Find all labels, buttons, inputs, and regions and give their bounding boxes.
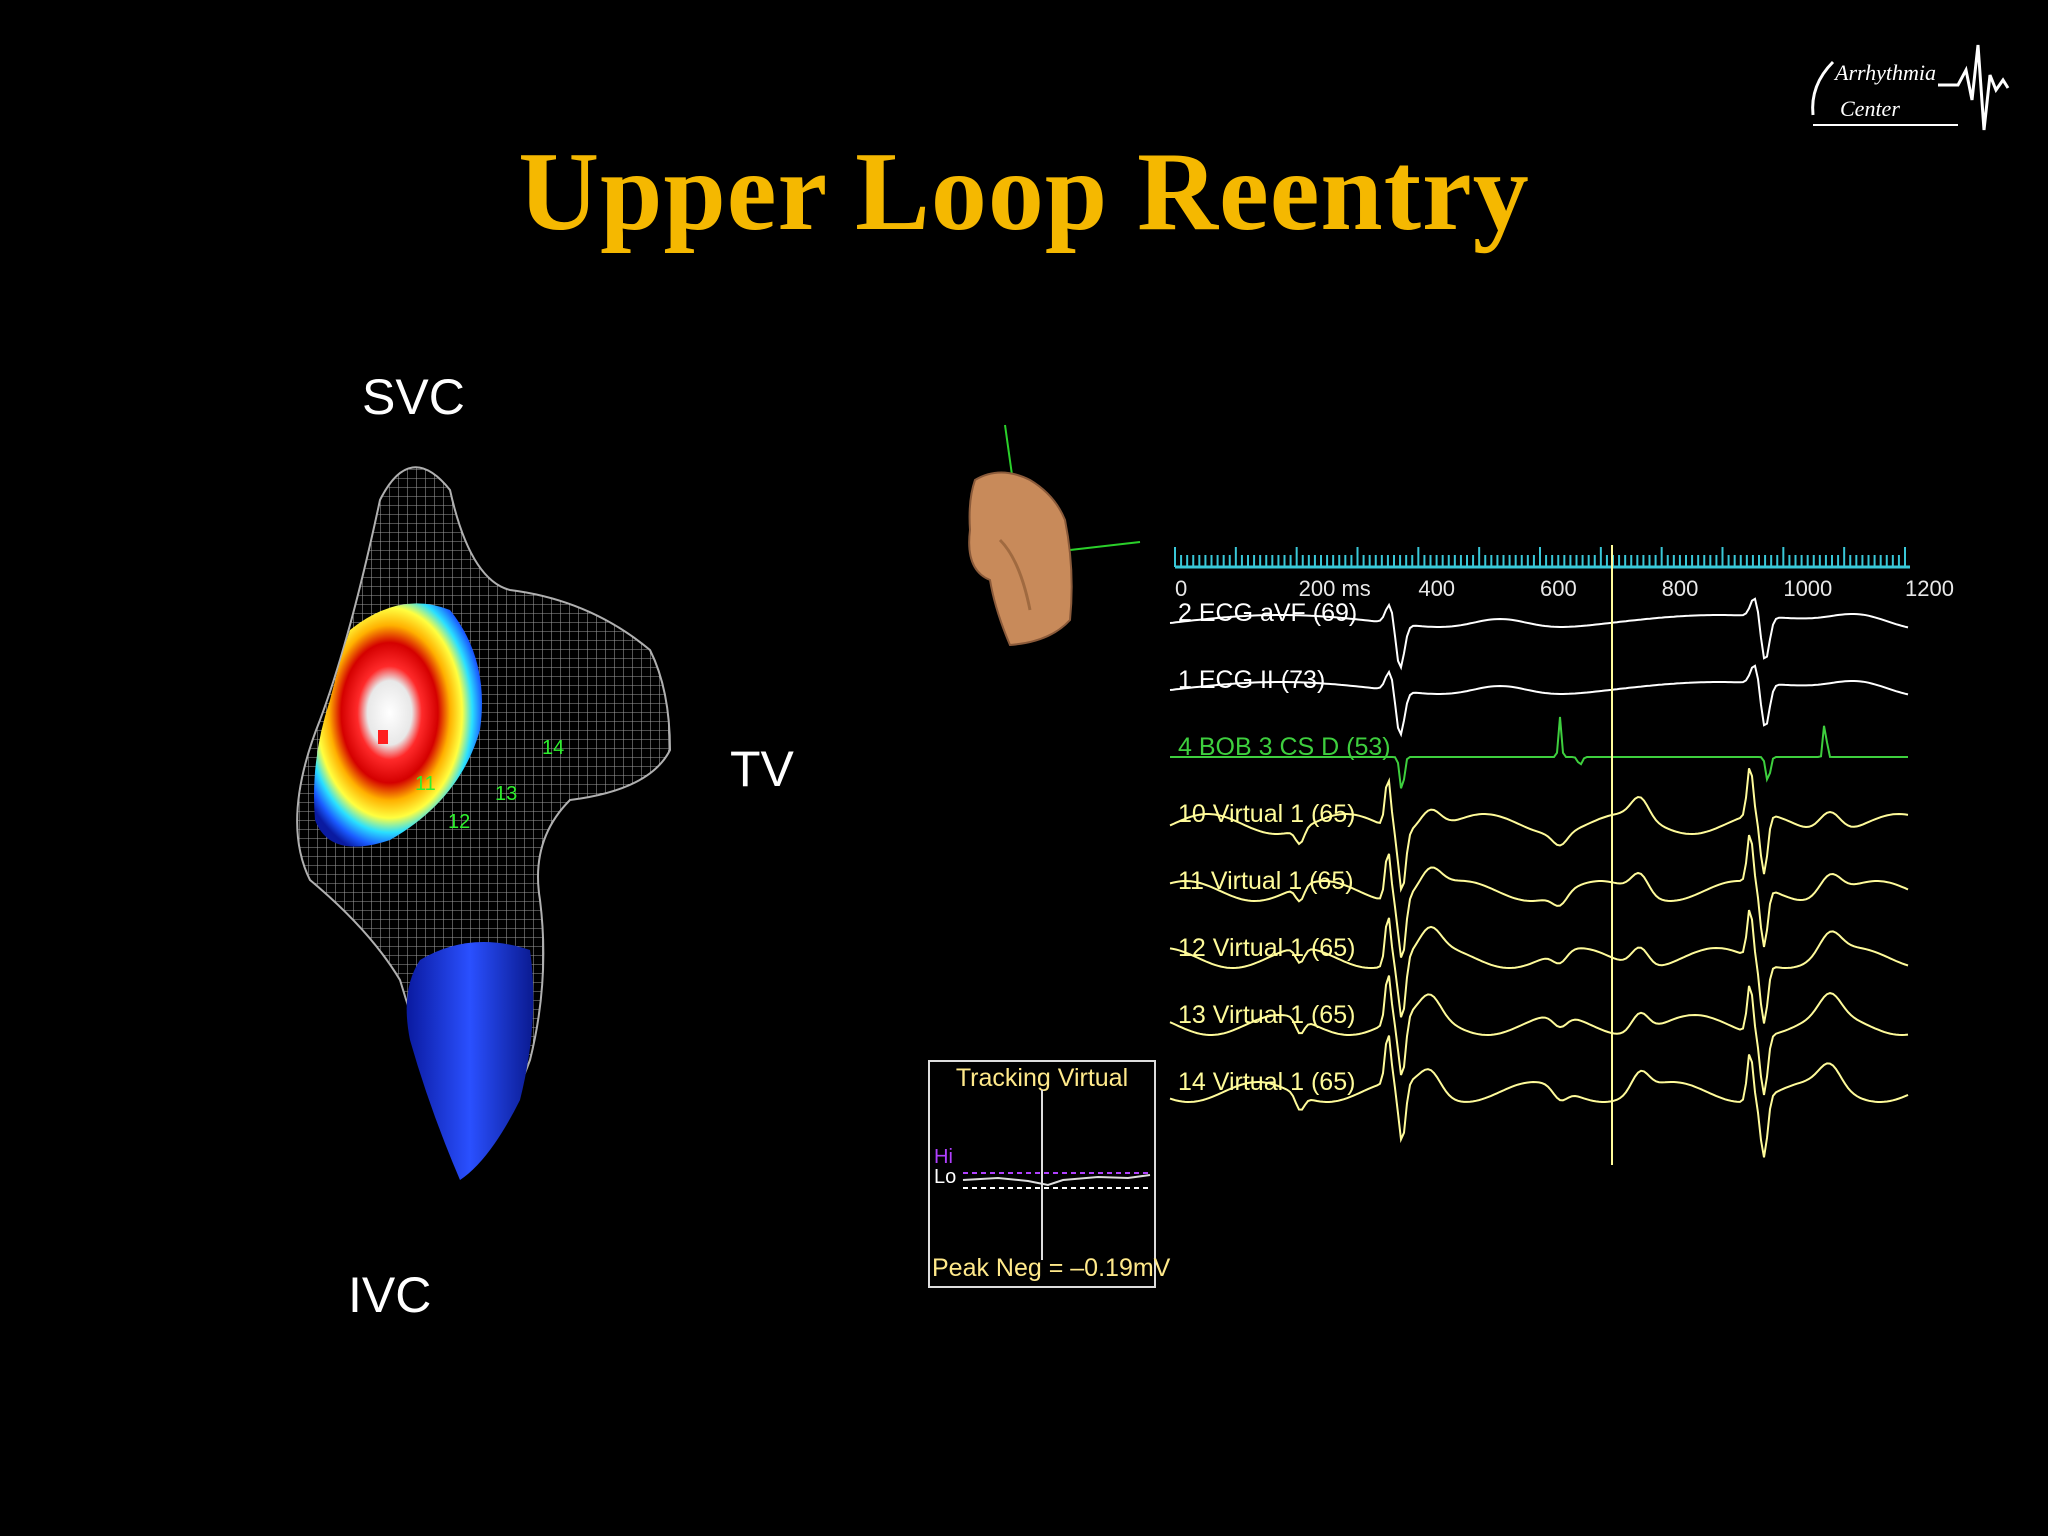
activation-map: 11 12 13 14	[296, 466, 672, 1180]
logo-line2: Center	[1840, 96, 1900, 121]
tracking-hi-label: Hi	[934, 1146, 953, 1168]
point-13: 13	[495, 783, 517, 805]
ruler-tick-label: 600	[1540, 576, 1577, 601]
tracking-plot	[962, 1090, 1151, 1260]
channel-label: 12 Virtual 1 (65)	[1178, 934, 1355, 962]
ruler-tick-label: 0	[1175, 576, 1187, 601]
activation-hotspot	[314, 603, 482, 847]
ruler-tick-label: 1000	[1783, 576, 1832, 601]
ecg-trace	[1170, 716, 1908, 789]
ivc-label: IVC	[348, 1267, 432, 1323]
ecg-trace	[1169, 1035, 1909, 1158]
ecg-trace	[1169, 664, 1909, 738]
point-11: 11	[415, 773, 436, 795]
tracking-peak-value: Peak Neg = –0.19mV	[932, 1254, 1171, 1282]
page-title: Upper Loop Reentry	[518, 130, 1530, 254]
ecg-trace	[1169, 597, 1909, 671]
time-ruler	[1174, 547, 1910, 569]
ruler-tick-label: 800	[1662, 576, 1699, 601]
ecg-trace	[1169, 768, 1909, 893]
tv-label: TV	[730, 741, 794, 797]
channel-label: 10 Virtual 1 (65)	[1178, 800, 1355, 828]
arrhythmia-center-logo	[1811, 44, 2010, 131]
channel-label: 2 ECG aVF (69)	[1178, 599, 1357, 627]
torso-orientation-icon	[968, 424, 1141, 647]
ecg-trace	[1169, 834, 1909, 958]
channel-label: 1 ECG II (73)	[1178, 666, 1325, 694]
channel-label: 11 Virtual 1 (65)	[1178, 867, 1354, 895]
tracking-virtual-panel	[928, 1060, 1156, 1288]
ecg-trace	[1169, 909, 1909, 1024]
ecg-tracings: 0 200 ms 400 600 800 1000 1200 2 ECG aVF (69) 1…	[1169, 545, 1954, 1165]
tracking-lo-label: Lo	[934, 1166, 957, 1188]
ecg-trace	[1169, 975, 1909, 1096]
point-12: 12	[448, 811, 470, 833]
tracking-title: Tracking Virtual	[955, 1064, 1129, 1092]
channel-label: 13 Virtual 1 (65)	[1178, 1001, 1355, 1029]
channel-label: 4 BOB 3 CS D (53)	[1178, 733, 1391, 761]
ruler-tick-label: 1200	[1905, 576, 1954, 601]
channel-label: 14 Virtual 1 (65)	[1178, 1068, 1355, 1096]
ruler-tick-label: 200 ms	[1299, 576, 1371, 601]
point-14: 14	[542, 737, 564, 759]
ruler-tick-label: 400	[1418, 576, 1455, 601]
logo-line1: Arrhythmia	[1835, 60, 1937, 85]
ivc-blue-region	[406, 942, 534, 1180]
svc-label: SVC	[362, 369, 465, 425]
